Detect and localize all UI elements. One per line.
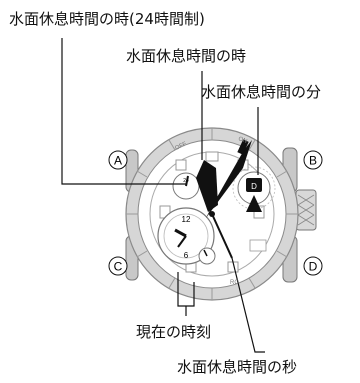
subdial-mode-hand bbox=[246, 195, 262, 212]
subdial-left-6: 6 bbox=[184, 251, 189, 260]
button-a-letter: A bbox=[114, 154, 122, 168]
date-window bbox=[249, 239, 267, 252]
crown-texture bbox=[297, 194, 315, 226]
bezel-rc-text: RC bbox=[230, 280, 239, 286]
label-current-time: 現在の時刻 bbox=[136, 323, 212, 341]
subdial-left-hand-1 bbox=[174, 228, 187, 238]
subdial-24h-hand bbox=[185, 175, 189, 187]
label-hour: 水面休息時間の時 bbox=[126, 47, 247, 65]
subdial-24h-label: 24 bbox=[183, 178, 189, 184]
button-b-marker bbox=[303, 150, 323, 170]
label-second: 水面休息時間の秒 bbox=[177, 358, 298, 376]
label-hour-24h: 水面休息時間の時(24時間制) bbox=[9, 10, 205, 28]
button-a-marker bbox=[108, 150, 128, 170]
center-pin bbox=[209, 211, 215, 217]
button-c-letter: C bbox=[114, 260, 123, 274]
label-minute: 水面休息時間の分 bbox=[201, 83, 322, 101]
hour-hand bbox=[196, 160, 218, 212]
subdial-left-inner bbox=[163, 213, 209, 259]
button-d-letter: D bbox=[309, 260, 318, 274]
button-d-marker bbox=[303, 256, 323, 276]
subdial-seconds-hand bbox=[203, 249, 208, 257]
bezel-segments bbox=[126, 128, 298, 300]
button-b-letter: B bbox=[309, 154, 317, 168]
bezel-on-text: ON bbox=[237, 136, 248, 145]
second-hand bbox=[211, 213, 233, 259]
subdial-left-12: 12 bbox=[182, 215, 191, 224]
subdial-left-hand-2 bbox=[177, 235, 187, 248]
subdial-mode-letter: D bbox=[251, 182, 257, 191]
button-c-marker bbox=[108, 256, 128, 276]
minute-hand-tip bbox=[237, 139, 249, 155]
minute-hand bbox=[206, 140, 252, 218]
leader-lines bbox=[61, 38, 265, 353]
subdial-mode-box bbox=[246, 178, 262, 192]
bezel-off-text: OFF bbox=[174, 141, 188, 152]
